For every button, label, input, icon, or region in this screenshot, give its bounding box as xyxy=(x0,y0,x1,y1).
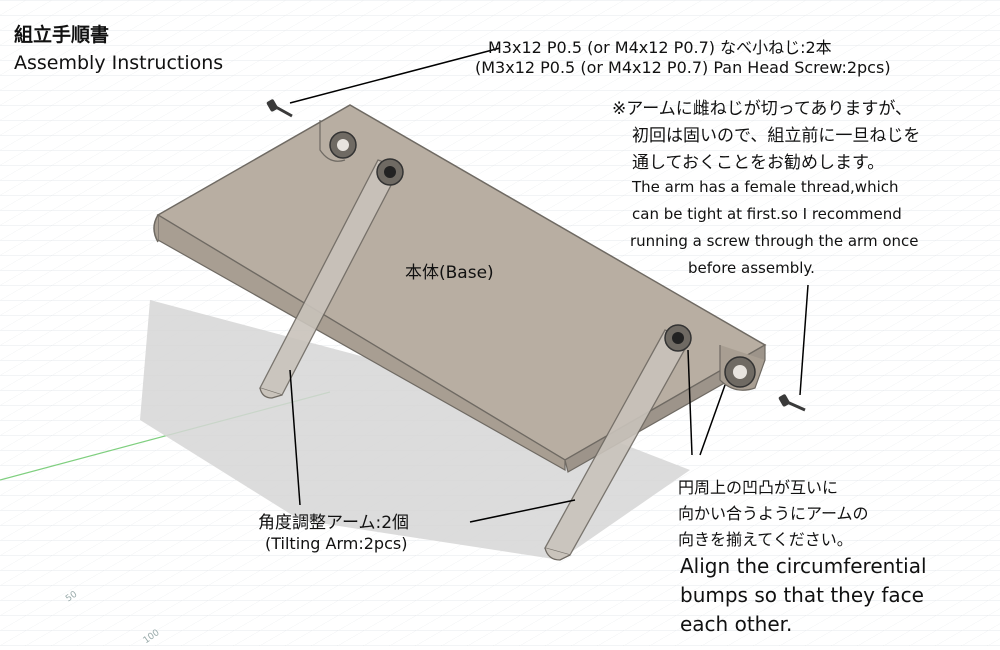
align-note-en-line3: each other. xyxy=(680,612,793,636)
title-ja: 組立手順書 xyxy=(14,24,110,46)
arm-note-en-line1: The arm has a female thread,which xyxy=(632,178,899,196)
arm-note-en-line3: running a screw through the arm once xyxy=(630,232,919,250)
align-note-ja-line2: 向かい合うようにアームの xyxy=(678,504,869,523)
arm-note-en-line2: can be tight at first.so I recommend xyxy=(632,205,902,223)
arm-note-en-line4: before assembly. xyxy=(688,259,815,277)
arm-note-ja-line1: ※アームに雌ねじが切ってありますが、 xyxy=(612,99,913,119)
align-note-en-line2: bumps so that they face xyxy=(680,583,924,607)
tilting-arm-label-ja: 角度調整アーム:2個 xyxy=(258,513,410,533)
arm-note-ja-line3: 通しておくことをお勧めします。 xyxy=(632,153,885,173)
bump-ring-icon xyxy=(329,131,756,388)
tilting-arm-label-en: (Tilting Arm:2pcs) xyxy=(265,534,408,553)
arm-note-ja-line2: 初回は固いので、組立前に一旦ねじを xyxy=(632,126,921,146)
screw-icon xyxy=(266,99,806,412)
align-note-ja-line1: 円周上の凹凸が互いに xyxy=(678,478,839,497)
screw-label-ja: M3x12 P0.5 (or M4x12 P0.7) なべ小ねじ:2本 xyxy=(488,38,832,57)
title-en: Assembly Instructions xyxy=(14,52,224,74)
base-label: 本体(Base) xyxy=(405,263,494,283)
align-note-en-line1: Align the circumferential xyxy=(680,554,927,578)
screw-label-en: (M3x12 P0.5 (or M4x12 P0.7) Pan Head Scr… xyxy=(475,58,891,77)
leader-lines xyxy=(289,47,809,523)
align-note-ja-line3: 向きを揃えてください。 xyxy=(678,530,853,549)
